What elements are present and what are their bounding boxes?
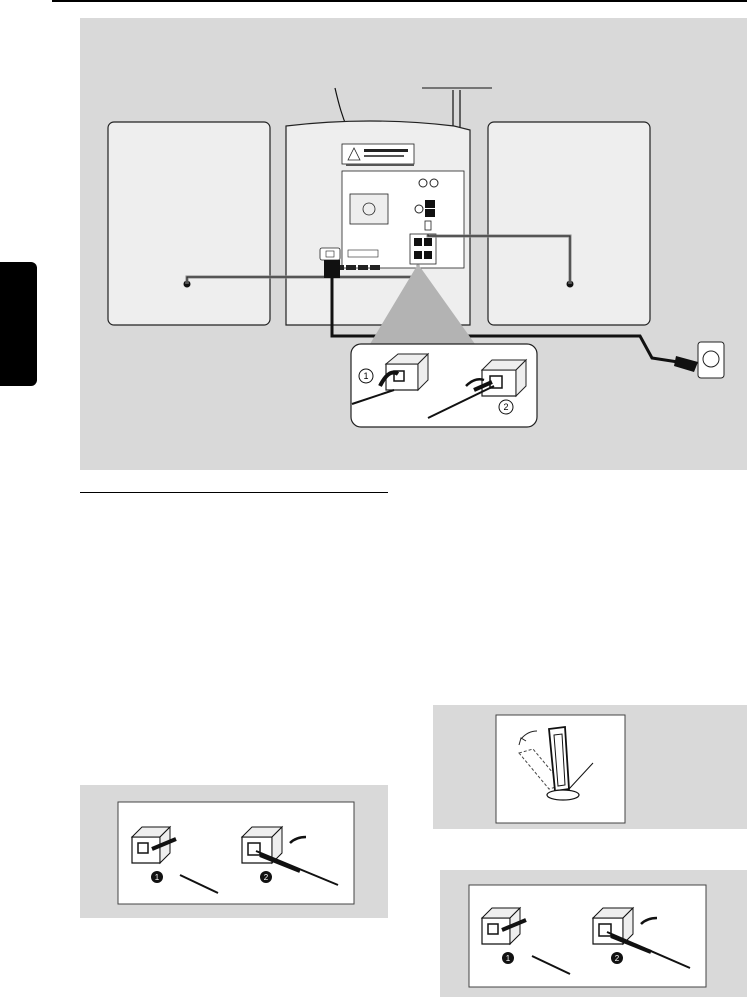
power-plug-icon bbox=[674, 356, 698, 372]
wall-socket-icon bbox=[698, 342, 724, 378]
language-side-tab bbox=[0, 262, 37, 386]
voltage-selector bbox=[425, 221, 431, 230]
fm-antenna-socket bbox=[415, 205, 423, 213]
rating-label bbox=[348, 250, 378, 257]
step-2-badge-number: 2 bbox=[264, 873, 269, 882]
speaker-left bbox=[108, 122, 270, 325]
step-2-number: 2 bbox=[503, 402, 508, 412]
wire-terminal-left-svg: 1 2 bbox=[80, 785, 388, 918]
wire-terminal-figure-right: 1 2 bbox=[440, 870, 747, 997]
step-2-badge-number-right: 2 bbox=[615, 954, 620, 963]
connection-diagram-svg: 1 2 bbox=[80, 18, 747, 470]
step-1-badge-number: 1 bbox=[155, 873, 160, 882]
page-top-rule bbox=[52, 0, 747, 2]
step-1-number: 1 bbox=[363, 371, 368, 381]
step-1-badge-number-right: 1 bbox=[506, 954, 511, 963]
am-antenna-terminal-a bbox=[425, 200, 435, 208]
section-divider bbox=[80, 492, 388, 493]
warning-label bbox=[342, 144, 414, 164]
speaker-terminal-block bbox=[410, 234, 436, 264]
wire-terminal-figure-left: 1 2 bbox=[80, 785, 388, 918]
am-antenna-svg bbox=[433, 705, 747, 829]
power-connector-icon bbox=[324, 260, 340, 278]
wire-terminal-right-svg: 1 2 bbox=[440, 870, 747, 997]
am-antenna-terminal-b bbox=[425, 209, 435, 217]
am-antenna-figure bbox=[433, 705, 747, 829]
cooling-fan-area bbox=[350, 194, 388, 224]
speaker-right bbox=[488, 122, 650, 325]
aux-in-jack-l bbox=[419, 179, 427, 187]
aux-in-jack-r bbox=[430, 179, 438, 187]
connection-diagram: 1 2 bbox=[80, 18, 747, 470]
